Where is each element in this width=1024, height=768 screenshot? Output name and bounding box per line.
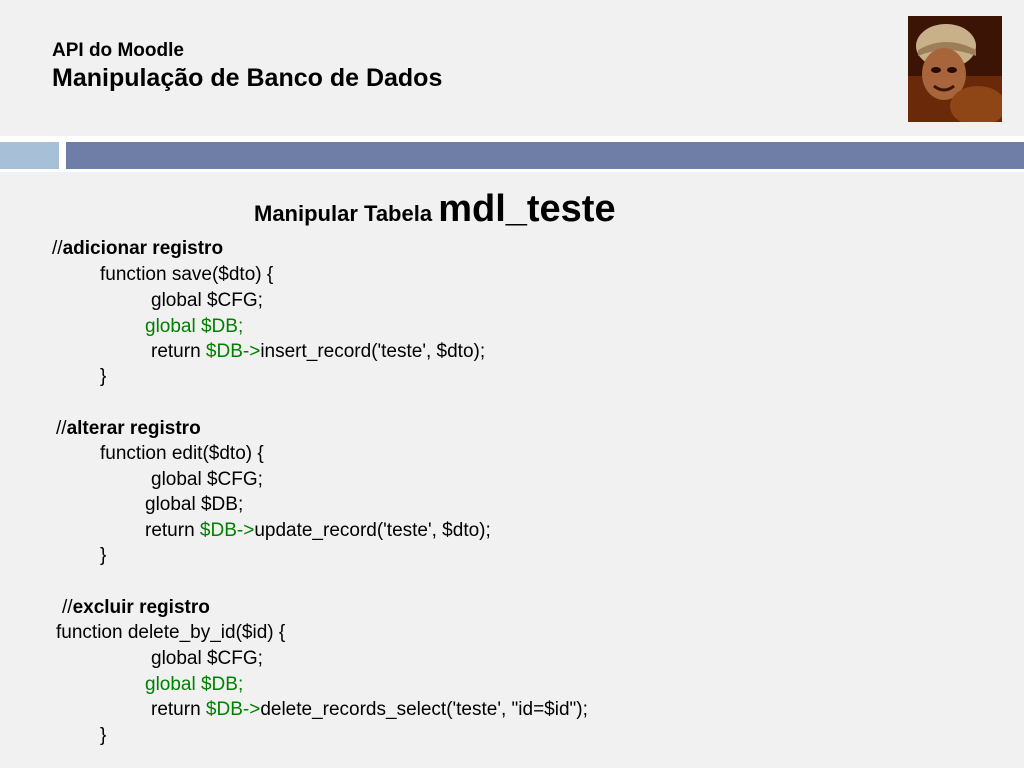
presenter-photo-image: [908, 16, 1002, 122]
code-return-update: return $DB->update_record('teste', $dto)…: [145, 520, 491, 542]
code-fn-save: function save($dto) {: [100, 264, 274, 285]
code-return-delete: return $DB->delete_records_select('teste…: [151, 699, 588, 721]
code-global-cfg: global $CFG;: [151, 290, 263, 311]
comment-text: excluir registro: [72, 597, 210, 618]
comment-text: alterar registro: [66, 418, 201, 439]
content-heading: Manipular Tabela mdl_teste: [254, 188, 616, 231]
comment-slashes: //: [56, 418, 67, 439]
slide-subtitle: API do Moodle: [52, 40, 184, 61]
code-return-keyword: return: [151, 341, 206, 362]
code-return-insert: return $DB->insert_record('teste', $dto)…: [151, 341, 485, 363]
slide-title: Manipulação de Banco de Dados: [52, 64, 443, 92]
content-heading-prefix: Manipular Tabela: [254, 201, 439, 226]
comment-slashes: //: [52, 238, 63, 259]
comment-edit: //alterar registro: [56, 418, 201, 440]
code-global-db: global $DB;: [145, 316, 244, 337]
code-fn-delete: function delete_by_id($id) {: [56, 622, 286, 643]
code-call: update_record('teste', $dto);: [254, 520, 491, 541]
accent-bar-left: [0, 142, 59, 169]
comment-add: //adicionar registro: [52, 238, 223, 260]
code-fn-edit: function edit($dto) {: [100, 443, 264, 464]
code-call: insert_record('teste', $dto);: [260, 341, 486, 362]
code-db-ref: $DB->: [199, 520, 255, 541]
slide-header: API do Moodle Manipulação de Banco de Da…: [52, 40, 442, 94]
code-db-ref: $DB->: [205, 341, 261, 362]
code-global-db: global $DB;: [145, 494, 244, 515]
code-close-brace: }: [100, 366, 107, 387]
code-return-keyword: return: [145, 520, 200, 541]
code-global-cfg: global $CFG;: [151, 648, 263, 669]
comment-slashes: //: [62, 597, 73, 618]
comment-text: adicionar registro: [62, 238, 224, 259]
presenter-photo: [908, 16, 1002, 122]
code-global-cfg: global $CFG;: [151, 469, 263, 490]
accent-bar-right: [66, 142, 1024, 169]
code-close-brace: }: [100, 545, 107, 566]
content-heading-table: mdl_teste: [438, 188, 616, 230]
code-close-brace: }: [100, 725, 107, 746]
comment-delete: //excluir registro: [62, 597, 210, 619]
code-call: delete_records_select('teste', "id=$id")…: [260, 699, 588, 720]
code-global-db: global $DB;: [145, 674, 244, 695]
code-return-keyword: return: [151, 699, 206, 720]
code-db-ref: $DB->: [205, 699, 261, 720]
